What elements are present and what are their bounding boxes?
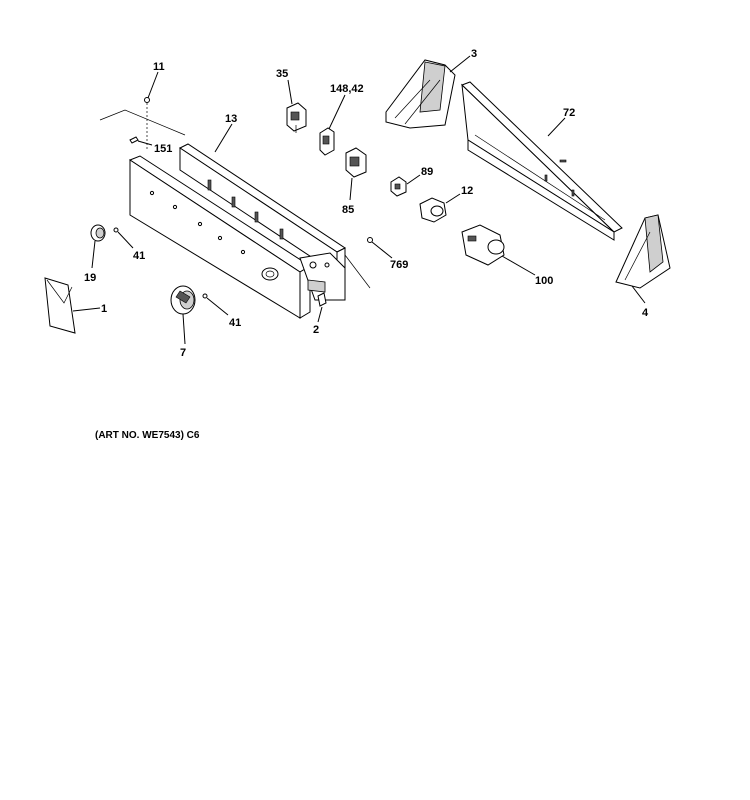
part-switch-85 — [345, 147, 367, 201]
callout-151: 151 — [154, 143, 172, 155]
part-backpanel-72 — [461, 81, 623, 241]
part-clip-2 — [317, 292, 327, 323]
callout-89: 89 — [421, 166, 433, 178]
callout-12: 12 — [461, 185, 473, 197]
part-clip-41-lower — [202, 293, 229, 316]
part-endcap-3 — [385, 55, 471, 129]
part-screw-769 — [367, 237, 393, 259]
callout-3: 3 — [471, 48, 477, 60]
part-switch-148-42 — [319, 94, 346, 156]
part-switch-12 — [419, 193, 461, 223]
part-manual-1 — [44, 277, 101, 334]
callout-labels: 11 35 148,42 3 72 13 151 89 85 12 19 41 … — [84, 48, 649, 359]
part-knob-7 — [170, 285, 196, 345]
part-screw-151 — [129, 136, 153, 146]
callout-769: 769 — [390, 259, 408, 271]
callout-100: 100 — [535, 275, 553, 287]
part-knob-19 — [90, 224, 106, 269]
art-number-note: (ART NO. WE7543) C6 — [95, 430, 200, 441]
part-endcap-4 — [615, 214, 671, 304]
callout-4: 4 — [642, 307, 649, 319]
part-switch-89 — [390, 174, 421, 197]
callout-41-lower: 41 — [229, 317, 241, 329]
callout-13: 13 — [225, 113, 237, 125]
callout-148-42: 148,42 — [330, 83, 364, 95]
part-clip-41-upper — [113, 227, 134, 249]
part-timer-100 — [461, 224, 536, 276]
console-outline — [99, 109, 371, 289]
callout-85: 85 — [342, 204, 354, 216]
callout-7: 7 — [180, 347, 186, 359]
callout-19: 19 — [84, 272, 96, 284]
console-panel — [128, 155, 346, 319]
callout-41-upper: 41 — [133, 250, 145, 262]
part-switch-35 — [286, 79, 307, 133]
callout-2: 2 — [313, 324, 319, 336]
callout-35: 35 — [276, 68, 288, 80]
callout-11: 11 — [153, 61, 165, 73]
part-screw-11 — [144, 71, 159, 150]
callout-72: 72 — [563, 107, 575, 119]
callout-1: 1 — [101, 303, 107, 315]
